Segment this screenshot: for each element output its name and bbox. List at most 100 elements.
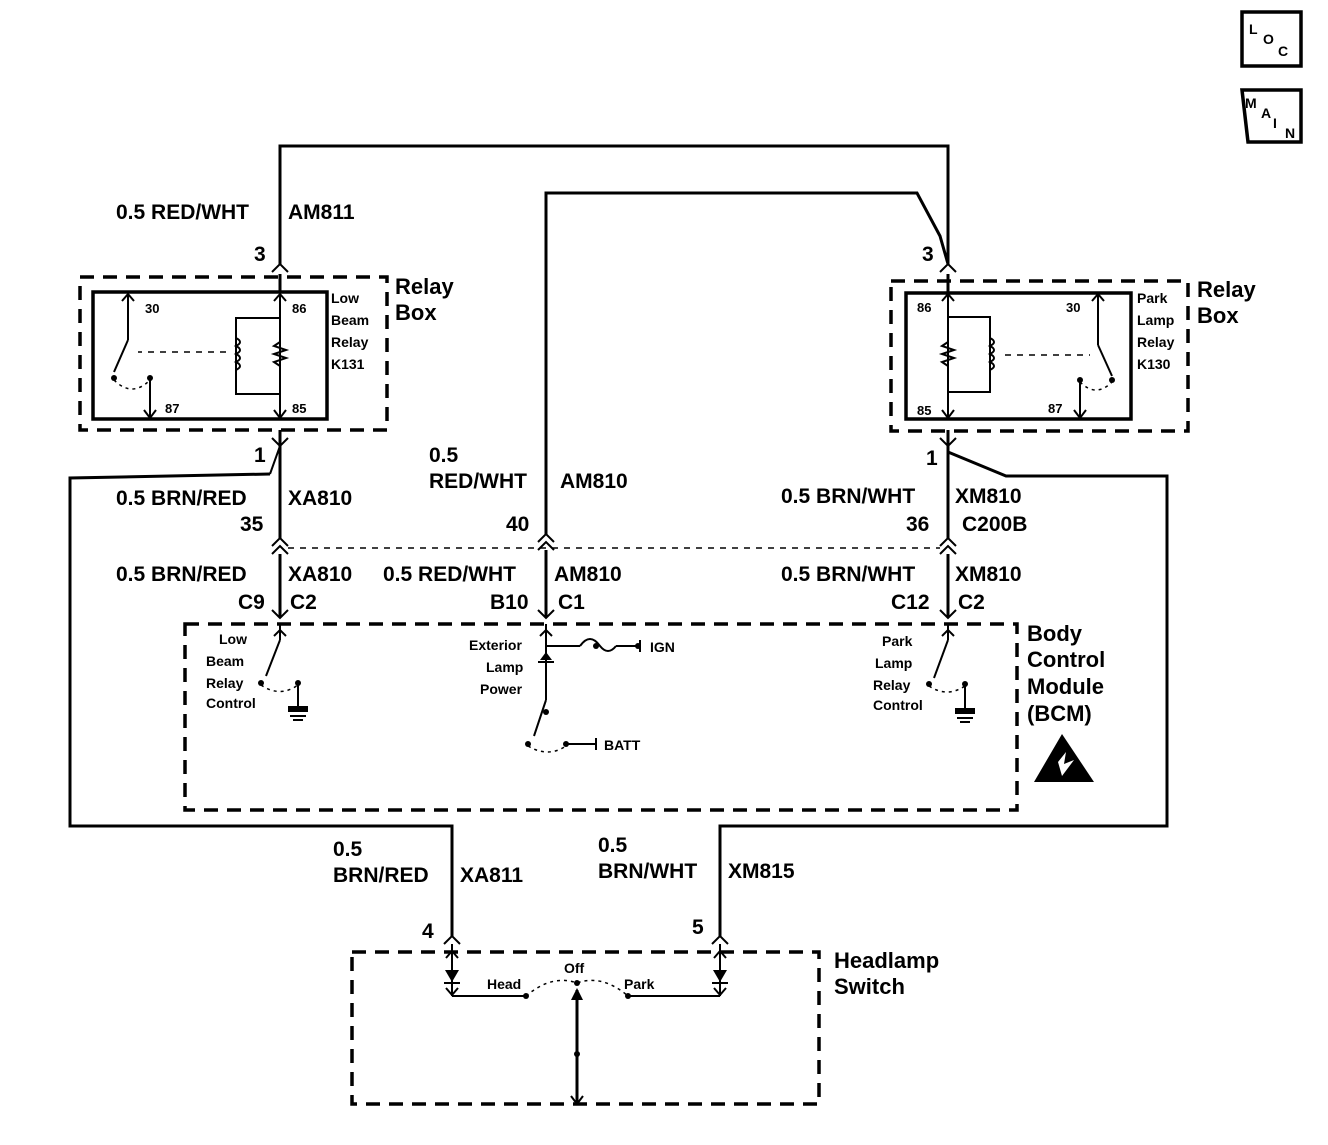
low-beam-t86: 86: [292, 301, 306, 316]
bcm-park-ctrl-3: Relay: [873, 677, 911, 693]
bcm-name-2: Control: [1027, 647, 1105, 672]
pin-c200b-40: 40: [506, 513, 529, 536]
bcm-ext-lamp-3: Power: [480, 681, 523, 697]
pin-bcm-c9: C9: [238, 591, 265, 614]
pin-c200b-35: 35: [240, 513, 264, 536]
xm815-color: BRN/WHT: [598, 860, 697, 883]
relay-box-low-beam: 30 86 87 85 Low Beam Relay K131 Relay Bo…: [78, 274, 454, 432]
bcm-ext-lamp-2: Lamp: [486, 659, 523, 675]
relay-box-park-lamp: 86 30 85 87 Park Lamp Relay K130 Relay B…: [889, 274, 1256, 433]
pin-c200b-36: 36: [906, 513, 929, 536]
am810-upper-color: RED/WHT: [429, 470, 527, 493]
xa811-color: BRN/RED: [333, 864, 429, 887]
wire-xm810-upper: 1 0.5 BRN/WHT XM810: [781, 430, 1022, 538]
wire-xm810-lower: 0.5 BRN/WHT XM810 C12 C2: [781, 554, 1022, 620]
wire-xa810-upper: 1 0.5 BRN/RED XA810: [116, 430, 352, 538]
bcm-batt: BATT: [604, 737, 641, 753]
pin-relay-left-bottom: 1: [254, 444, 266, 467]
park-name-4: K130: [1137, 356, 1171, 372]
bcm-low-beam-ctrl-4: Control: [206, 695, 256, 711]
xm810-upper-gauge-color: 0.5 BRN/WHT: [781, 485, 915, 508]
bcm-ign: IGN: [650, 639, 675, 655]
xa811-circuit: XA811: [460, 864, 523, 887]
park-box-label-1: Relay: [1197, 277, 1256, 302]
bcm-name-1: Body: [1027, 621, 1083, 646]
low-beam-name-4: K131: [331, 356, 365, 372]
pin-bcm-c9-conn: C2: [290, 591, 317, 614]
pin-relay-right-top: 3: [922, 243, 934, 266]
low-beam-name-2: Beam: [331, 312, 369, 328]
headlamp-switch-label-2: Switch: [834, 974, 905, 999]
park-box-label-2: Box: [1197, 303, 1239, 328]
headlamp-switch-label-1: Headlamp: [834, 948, 939, 973]
xa811-gauge: 0.5: [333, 838, 363, 861]
headlamp-switch: 4 5 Head Off Park Headlamp Switch: [350, 916, 939, 1106]
am810-lower-gauge-color: 0.5 RED/WHT: [383, 563, 516, 586]
xm810-lower-gauge-color: 0.5 BRN/WHT: [781, 563, 915, 586]
wire-am810-lower: 0.5 RED/WHT AM810 B10 C1: [383, 550, 622, 620]
loc-letter-2: O: [1263, 31, 1274, 47]
bcm-low-beam-ctrl-3: Relay: [206, 675, 244, 691]
low-beam-box-label-2: Box: [395, 300, 437, 325]
connector-relay-right-top: [939, 262, 957, 273]
pin-switch-4: 4: [422, 920, 434, 943]
bcm-park-ctrl-4: Control: [873, 697, 923, 713]
am810-upper-circuit: AM810: [560, 470, 628, 493]
xm815-gauge: 0.5: [598, 834, 628, 857]
pin-relay-right-bottom: 1: [926, 447, 938, 470]
wire-xa810-lower: 0.5 BRN/RED XA810 C9 C2: [116, 554, 352, 620]
low-beam-box-label-1: Relay: [395, 274, 454, 299]
body-control-module: Low Beam Relay Control IGN BATT Exterior…: [183, 621, 1105, 812]
park-name-1: Park: [1137, 290, 1168, 306]
park-t30: 30: [1066, 300, 1080, 315]
low-beam-t87: 87: [165, 401, 179, 416]
connector-c200b: 35 40 36 C200B: [240, 513, 1027, 555]
bcm-ext-lamp-1: Exterior: [469, 637, 522, 653]
am811-gauge-color: 0.5 RED/WHT: [116, 201, 249, 224]
main-button[interactable]: M A I N: [1240, 88, 1303, 144]
low-beam-t30: 30: [145, 301, 159, 316]
xm810-upper-circuit: XM810: [955, 485, 1022, 508]
am810-lower-circuit: AM810: [554, 563, 622, 586]
switch-off: Off: [564, 960, 585, 976]
pin-bcm-b10-conn: C1: [558, 591, 585, 614]
wire-xm815: 0.5 BRN/WHT XM815: [598, 450, 1169, 936]
low-beam-t85: 85: [292, 401, 306, 416]
main-letter-4: N: [1285, 125, 1295, 141]
xm810-lower-circuit: XM810: [955, 563, 1022, 586]
low-beam-name-3: Relay: [331, 334, 369, 350]
park-name-3: Relay: [1137, 334, 1175, 350]
switch-park: Park: [624, 976, 655, 992]
park-t85: 85: [917, 403, 931, 418]
main-letter-3: I: [1273, 115, 1277, 131]
xa810-upper-gauge-color: 0.5 BRN/RED: [116, 487, 247, 510]
c200b-label: C200B: [962, 513, 1027, 536]
park-name-2: Lamp: [1137, 312, 1174, 328]
park-t87: 87: [1048, 401, 1062, 416]
am810-upper-gauge: 0.5: [429, 444, 459, 467]
switch-head: Head: [487, 976, 521, 992]
pin-relay-left-top: 3: [254, 243, 266, 266]
xa810-lower-circuit: XA810: [288, 563, 352, 586]
connector-relay-left-top: [271, 262, 289, 273]
bcm-park-ctrl-1: Park: [882, 633, 913, 649]
xa810-lower-gauge-color: 0.5 BRN/RED: [116, 563, 247, 586]
low-beam-name-1: Low: [331, 290, 359, 306]
xa810-upper-circuit: XA810: [288, 487, 352, 510]
bcm-name-3: Module: [1027, 674, 1104, 699]
bcm-low-beam-ctrl-1: Low: [219, 631, 247, 647]
bcm-low-beam-ctrl-2: Beam: [206, 653, 244, 669]
park-t86: 86: [917, 300, 931, 315]
pin-bcm-c12: C12: [891, 591, 930, 614]
main-letter-1: M: [1245, 95, 1257, 111]
loc-button[interactable]: L O C: [1240, 10, 1303, 68]
esd-warning-icon: [1034, 734, 1094, 782]
loc-letter-3: C: [1278, 43, 1288, 59]
pin-bcm-b10: B10: [490, 591, 529, 614]
loc-letter-1: L: [1249, 21, 1258, 37]
xm815-circuit: XM815: [728, 860, 795, 883]
main-letter-2: A: [1261, 105, 1271, 121]
bcm-park-ctrl-2: Lamp: [875, 655, 912, 671]
